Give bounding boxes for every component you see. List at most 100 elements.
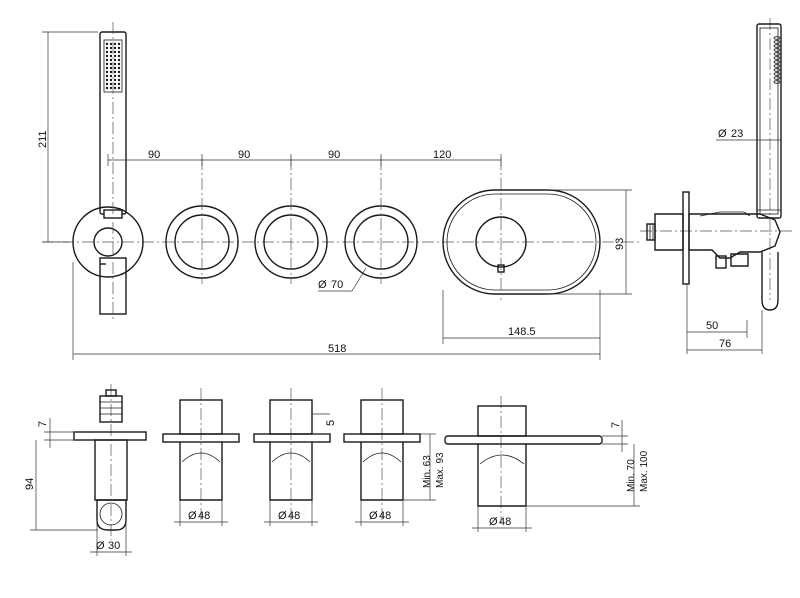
dim-max93: Max. 93 [435, 452, 446, 488]
spray-nozzle [117, 50, 121, 54]
spray-nozzles [105, 42, 121, 90]
spray-nozzle [113, 74, 117, 78]
dim-211-label: 211 [37, 130, 49, 148]
spray-nozzle [113, 46, 117, 50]
spray-nozzle [113, 66, 117, 70]
dim-d23-symbol: Ø [718, 128, 727, 140]
dim-90-c: 90 [328, 149, 340, 161]
spray-nozzle [117, 42, 121, 46]
spray-nozzle [117, 62, 121, 66]
spray-nozzle [117, 78, 121, 82]
side-spray-nozzle [773, 36, 781, 40]
spray-nozzle [105, 78, 109, 82]
side-spray-nozzle [773, 52, 781, 56]
spray-nozzle [105, 82, 109, 86]
spray-nozzle [109, 46, 113, 50]
dim-min63: Min. 63 [422, 455, 433, 488]
dim-d48-c: 48 [379, 510, 391, 522]
spray-nozzle [109, 54, 113, 58]
spray-nozzle [109, 66, 113, 70]
outlet-flange [73, 431, 147, 441]
side-spray-nozzles [773, 36, 781, 84]
spray-nozzle [113, 86, 117, 90]
rear-connector [646, 223, 656, 241]
dim-d48-a-symbol: Ø [188, 510, 197, 522]
spray-nozzle [109, 50, 113, 54]
spray-nozzle [109, 74, 113, 78]
side-spray-nozzle [773, 72, 781, 76]
dim-d48-c-symbol: Ø [369, 510, 378, 522]
wall-plate [682, 191, 690, 285]
rear-body [654, 213, 684, 251]
spray-nozzle [109, 42, 113, 46]
spray-nozzle [105, 50, 109, 54]
spray-nozzle [105, 58, 109, 62]
spray-nozzle [105, 46, 109, 50]
dim-d48-a: 48 [198, 510, 210, 522]
dim-148-label: 148.5 [508, 326, 536, 338]
side-spray-nozzle [773, 44, 781, 48]
spray-nozzle [117, 86, 121, 90]
valve-elevation-2: Ø 48 5 [253, 388, 337, 526]
valve-elevation-1: Ø 48 [162, 388, 240, 526]
spray-nozzle [105, 66, 109, 70]
spray-nozzle [109, 82, 113, 86]
side-spray-nozzle [773, 76, 781, 80]
spray-nozzle [113, 78, 117, 82]
side-spray-nozzle [773, 80, 781, 84]
dim-d48-b-symbol: Ø [278, 510, 287, 522]
spray-nozzle [105, 74, 109, 78]
dim-7-right: 7 [610, 422, 622, 428]
spray-nozzle [109, 86, 113, 90]
dim-76-label: 76 [719, 338, 731, 350]
spray-nozzle [113, 58, 117, 62]
spray-nozzle [113, 82, 117, 86]
dim-d30-value: 30 [108, 540, 120, 552]
holder-tube [761, 252, 779, 311]
side-spray-nozzle [773, 56, 781, 60]
side-spray-nozzle [773, 48, 781, 52]
spray-nozzle [109, 78, 113, 82]
spray-nozzle [113, 50, 117, 54]
dim-5: 5 [325, 420, 337, 426]
dim-93: 93 [545, 189, 632, 295]
elbow-nut [730, 253, 749, 267]
spray-nozzle [117, 54, 121, 58]
outlet-elevation: 7 94 Ø 30 [24, 384, 147, 556]
spray-nozzle [117, 58, 121, 62]
dim-90-b: 90 [238, 149, 250, 161]
mixer-plate-outer [442, 189, 601, 295]
spray-nozzle [117, 74, 121, 78]
dim-max100: Max. 100 [639, 450, 650, 492]
side-spray-nozzle [773, 40, 781, 44]
spray-nozzle [117, 70, 121, 74]
spray-nozzle [113, 62, 117, 66]
side-spray-nozzle [773, 64, 781, 68]
spray-nozzle [113, 54, 117, 58]
spray-nozzle [113, 42, 117, 46]
spray-nozzle [117, 82, 121, 86]
spray-nozzle [113, 70, 117, 74]
valve-ring-2 [254, 158, 328, 284]
dim-93-label: 93 [614, 238, 626, 250]
valve-ring-3 [344, 158, 418, 284]
bottom-view: 7 94 Ø 30 Ø 48 [24, 384, 650, 556]
elbow-outlet [715, 255, 727, 269]
dim-120: 120 [433, 149, 451, 161]
spray-nozzle [105, 70, 109, 74]
dim-d23: Ø 23 [716, 128, 781, 141]
valve-ring-1 [165, 158, 239, 284]
hand-shower-knob [93, 227, 123, 257]
hand-shower-outlet [72, 22, 144, 320]
dim-94: 94 [24, 478, 36, 490]
spray-nozzle [109, 58, 113, 62]
dim-90-a: 90 [148, 149, 160, 161]
dim-7-left: 7 [37, 421, 49, 427]
mixer-elevation: Ø 48 7 Min. 70 Max. 100 [444, 396, 650, 532]
mixer-plate-inner [446, 193, 597, 291]
hand-shower-flange [72, 206, 144, 278]
dim-min70: Min. 70 [626, 459, 637, 492]
spray-nozzle [117, 66, 121, 70]
